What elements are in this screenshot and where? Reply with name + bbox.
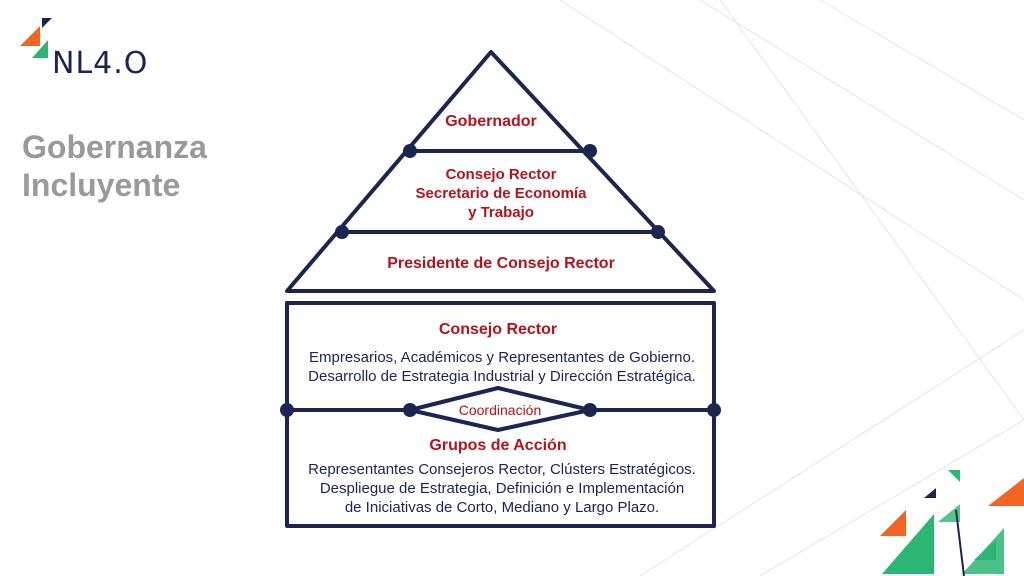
node-dot	[651, 225, 665, 239]
node-dot	[583, 403, 597, 417]
pyramid-outline	[285, 50, 716, 293]
node-dot	[403, 144, 417, 158]
upper-box-line2: Desarrollo de Estrategia Industrial y Di…	[308, 368, 696, 385]
logo-text: NL4.O	[52, 46, 149, 81]
page-title-line1: Gobernanza	[22, 129, 207, 165]
lower-box-title: Grupos de Acción	[429, 437, 567, 454]
lower-box-line2: Despliegue de Estrategia, Definición e I…	[319, 480, 685, 497]
tier2-line2: Secretario de Economía	[415, 185, 587, 202]
upper-box-line1: Empresarios, Académicos y Representantes…	[308, 349, 696, 366]
node-dot	[403, 403, 417, 417]
coordination-label: Coordinación	[458, 402, 542, 418]
pyramid-tier-president: Presidente de Consejo Rector	[387, 255, 615, 272]
pyramid-tier-governor: Gobernador	[445, 113, 537, 130]
node-dot	[280, 403, 294, 417]
page-title: Gobernanza Incluyente	[22, 128, 282, 204]
upper-box-title: Consejo Rector	[438, 321, 558, 338]
node-dot	[707, 403, 721, 417]
page-title-line2: Incluyente	[22, 167, 181, 203]
node-dot	[335, 225, 349, 239]
lower-box-text: Representantes Consejeros Rector, Clúste…	[292, 460, 712, 517]
tier2-line1: Consejo Rector	[445, 166, 557, 183]
lower-box-line3: de Iniciativas de Corto, Mediano y Largo…	[344, 499, 660, 516]
pyramid-tier-council: Consejo Rector Secretario de Economía y …	[381, 165, 621, 222]
lower-box-line1: Representantes Consejeros Rector, Clúste…	[308, 461, 696, 478]
node-dot	[583, 144, 597, 158]
nl4-logo-mark	[20, 18, 52, 58]
tier2-line3: y Trabajo	[468, 204, 534, 221]
decorative-triangles	[880, 470, 1024, 576]
upper-box-text: Empresarios, Académicos y Representantes…	[292, 348, 712, 386]
